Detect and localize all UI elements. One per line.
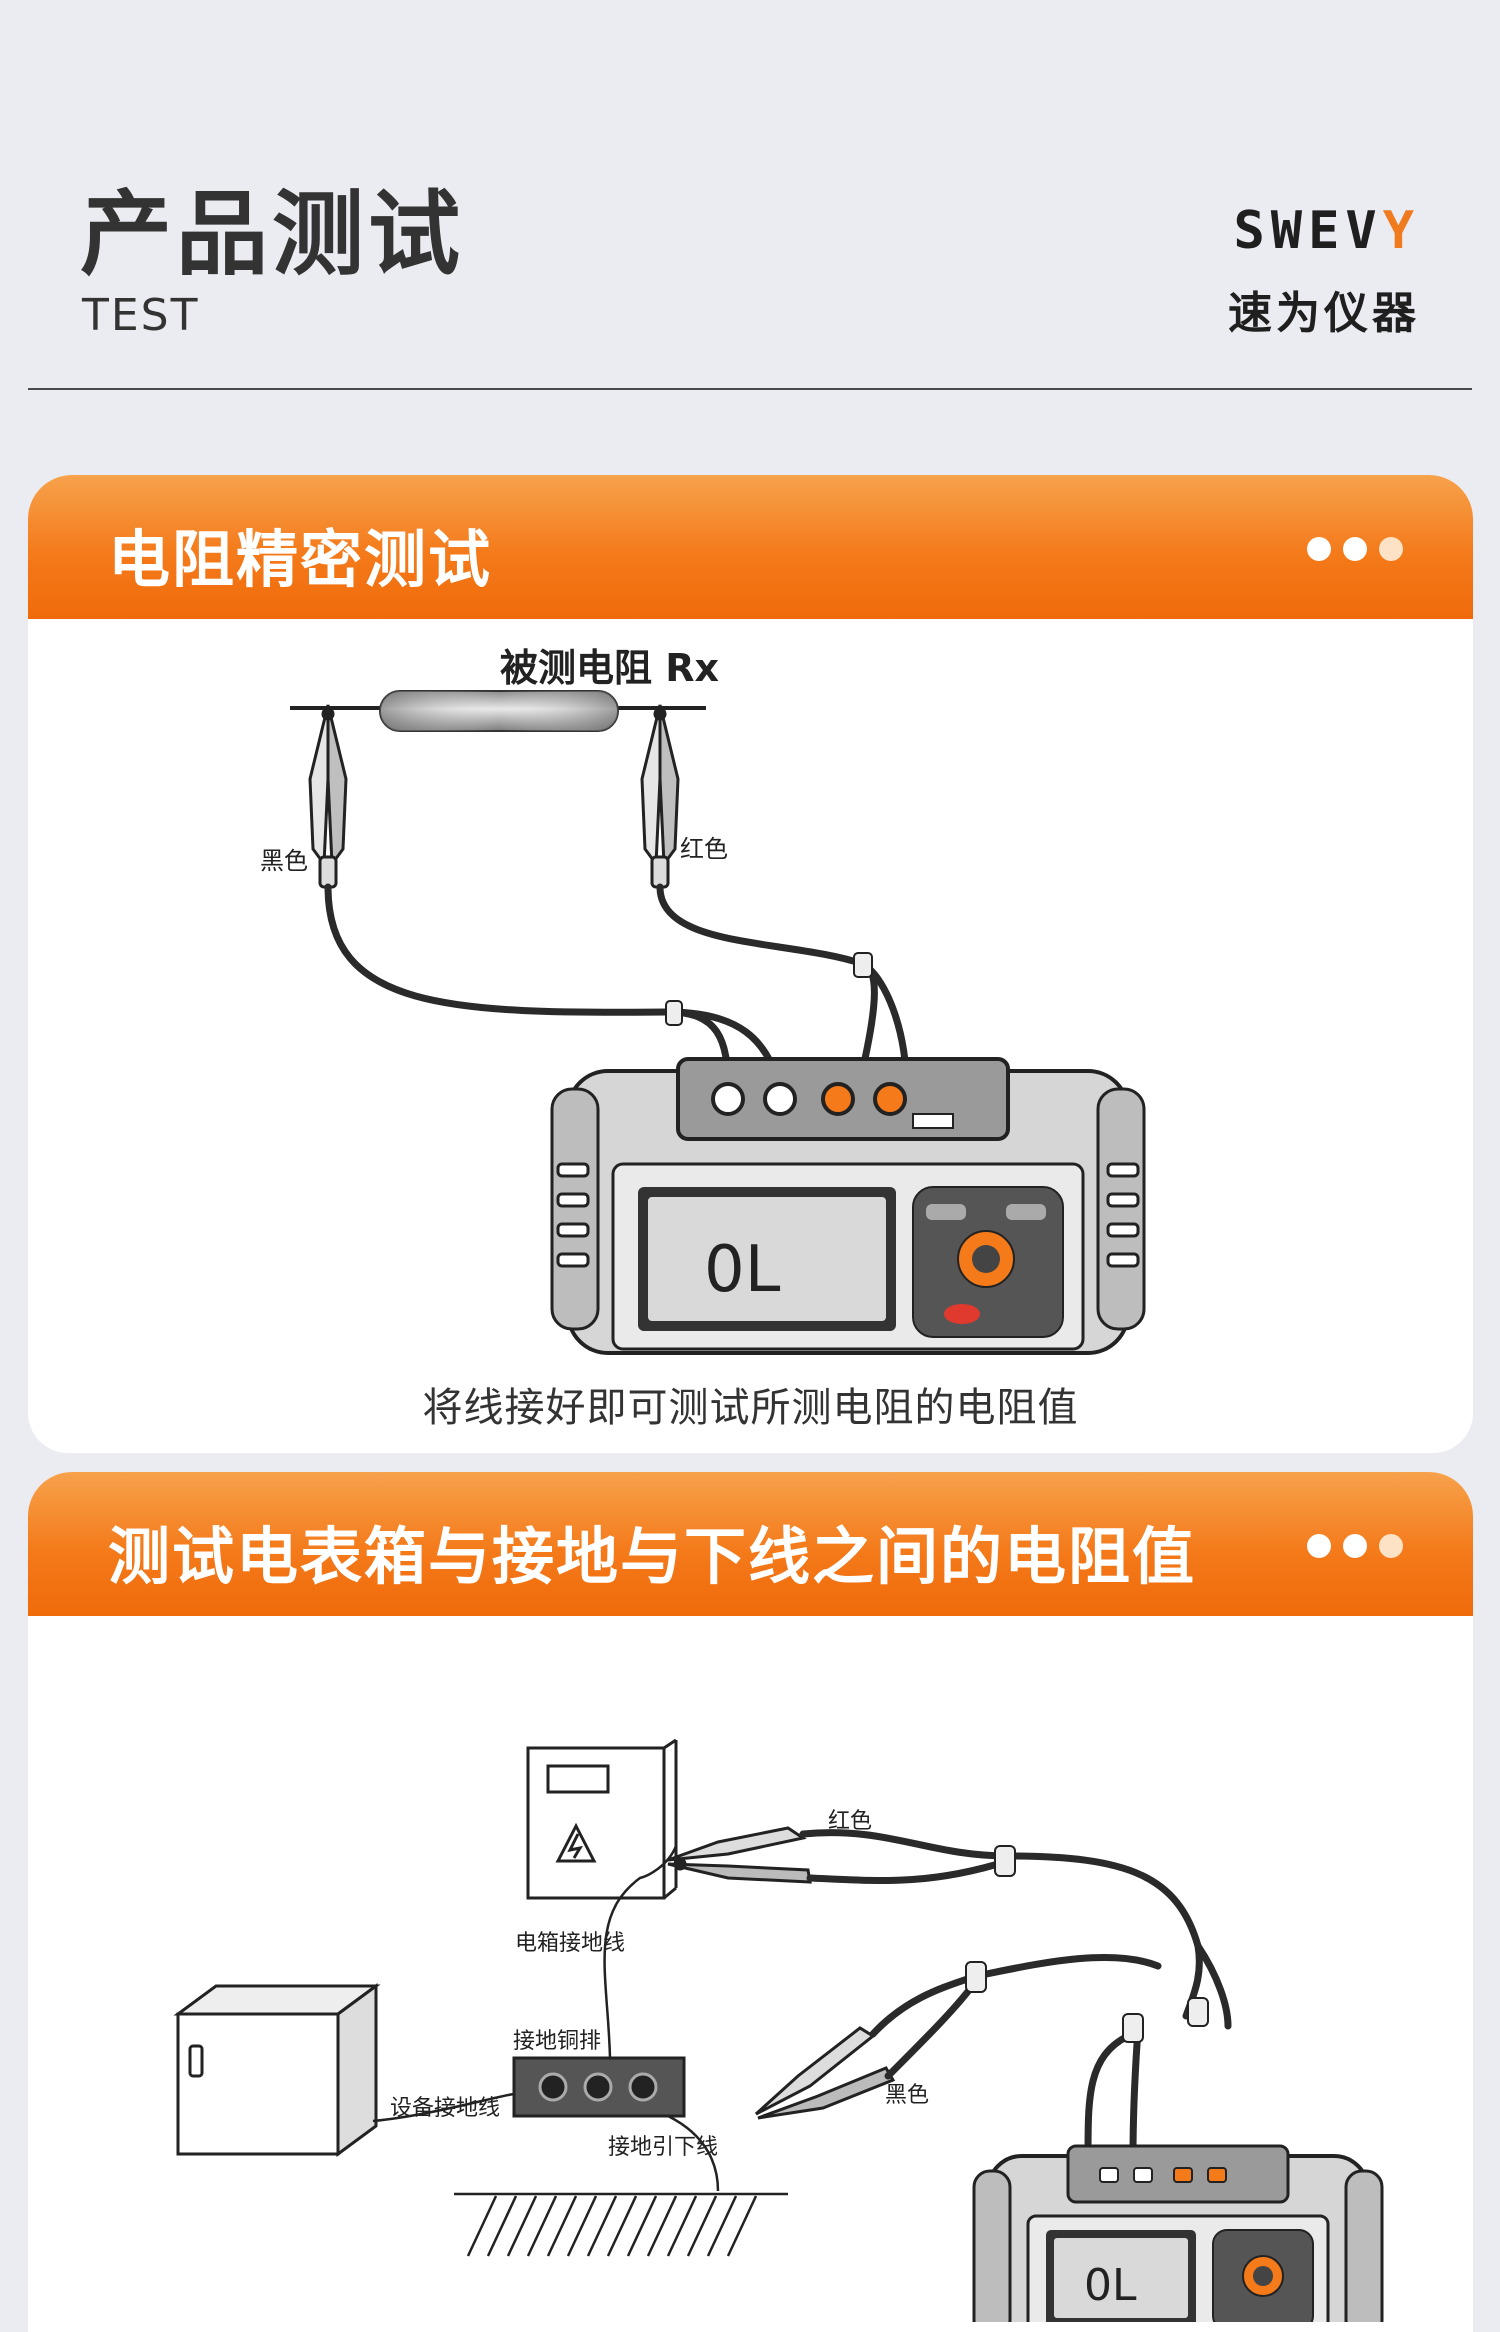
section-body: 被测电阻 Rx 黑色 红色	[28, 619, 1473, 1383]
dots-icon	[1295, 537, 1403, 565]
red-probe-icon	[667, 1826, 812, 1884]
brand-name: 速为仪器	[1228, 288, 1420, 339]
test-cables	[799, 1829, 1232, 2160]
copper-bar-icon	[512, 2056, 686, 2118]
section-body: 红色 电箱接地线 接地铜排 设备接地线 接地引下线 黑色	[28, 1616, 1473, 2332]
copper-bar-label: 接地铜排	[513, 2029, 601, 2054]
meter-icon: 0L	[550, 1057, 1146, 1355]
red-lead-label: 红色	[680, 835, 728, 863]
section-header: 电阻精密测试	[28, 475, 1473, 619]
grounding-diagram: 红色 电箱接地线 接地铜排 设备接地线 接地引下线 黑色	[173, 1738, 1384, 2332]
header-divider	[28, 388, 1472, 390]
brand-logo-main: SWEV	[1233, 201, 1383, 261]
page-subtitle: TEST	[82, 290, 200, 341]
resistance-diagram: 被测电阻 Rx 黑色 红色	[260, 646, 1146, 1355]
cabinet-icon	[173, 1983, 381, 2157]
section-resistance-test: 电阻精密测试 被测电阻 Rx	[28, 475, 1473, 1453]
section-title: 测试电表箱与接地与下线之间的电阻值	[108, 1520, 1197, 1593]
black-clip-icon	[308, 704, 348, 889]
brand-logo-accent: Y	[1382, 201, 1420, 261]
section-header: 测试电表箱与接地与下线之间的电阻值	[28, 1472, 1473, 1616]
meter-icon: 0L	[972, 2144, 1384, 2332]
meter-display: 0L	[704, 1233, 781, 1307]
brand: SWEVY 速为仪器	[1228, 205, 1420, 341]
resistor-label: 被测电阻 Rx	[500, 646, 719, 690]
red-clip-icon	[640, 704, 680, 889]
section-grounding-test: 测试电表箱与接地与下线之间的电阻值 红色 电箱接地线 接地铜排 设备接地线 接地…	[28, 1472, 1473, 2332]
ground-icon	[454, 2192, 788, 2257]
meter-display: 0L	[1084, 2260, 1137, 2311]
dots-icon	[1295, 1534, 1403, 1562]
down-lead-label: 接地引下线	[608, 2135, 718, 2160]
black-lead-label: 黑色	[260, 847, 308, 875]
page-title: 产品测试	[80, 181, 465, 288]
section-caption: 将线接好即可测试所测电阻的电阻值	[422, 1385, 1079, 1431]
black-lead-label: 黑色	[885, 2083, 929, 2108]
meter-box-icon	[526, 1738, 678, 1900]
box-ground-label: 电箱接地线	[515, 1931, 625, 1956]
black-probe-icon	[754, 2026, 896, 2120]
brand-logo: SWEVY	[1228, 205, 1420, 257]
section-title: 电阻精密测试	[108, 523, 493, 596]
